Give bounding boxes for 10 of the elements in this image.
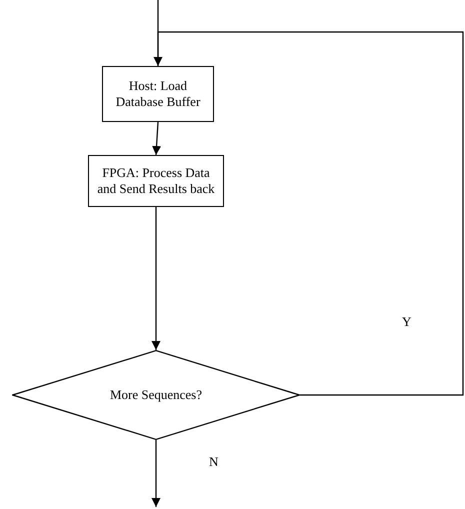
arrow [152,207,160,350]
arrow [154,0,162,66]
node-text: More Sequences? [110,386,202,404]
node-text: Host: Load Database Buffer [114,78,202,110]
decision-diamond [12,350,300,440]
arrow [152,440,160,507]
arrow [152,122,162,156]
node-text: FPGA: Process Data and Send Results back [96,164,216,198]
process-box [102,66,214,122]
process-box [88,155,224,207]
